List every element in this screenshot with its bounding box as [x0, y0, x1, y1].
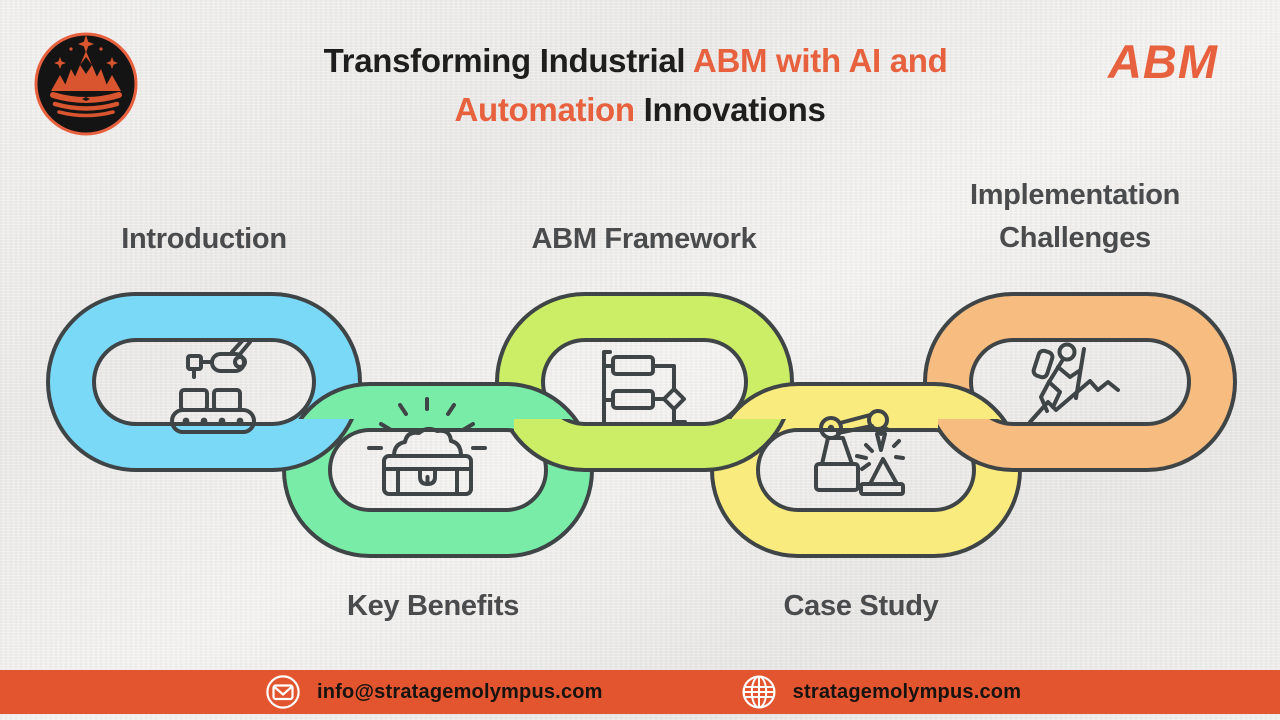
footer-website[interactable]: stratagemolympus.com: [742, 675, 1022, 709]
title-part-2: ABM with AI and: [692, 42, 957, 79]
label-case-study: Case Study: [783, 590, 939, 622]
footer-email[interactable]: info@stratagemolympus.com: [266, 675, 603, 709]
title-part-1: Transforming Industrial: [323, 42, 693, 79]
label-abm-framework: ABM Framework: [531, 223, 757, 255]
title-part-4: Innovations: [634, 91, 826, 128]
footer-website-text: stratagemolympus.com: [792, 680, 1022, 703]
chain-link-introduction: [46, 292, 362, 472]
label-introduction: Introduction: [121, 223, 287, 255]
mountain-crown-icon: [34, 32, 138, 136]
label-implementation-challenges: Implementation Challenges: [969, 179, 1181, 254]
hiker-icon: [1028, 342, 1120, 424]
brand-logo: [34, 32, 138, 136]
page-title: Transforming Industrial ABM with AI and …: [230, 36, 1050, 134]
envelope-icon: [266, 675, 300, 709]
conveyor-robot-icon: [170, 338, 256, 434]
globe-icon: [742, 675, 776, 709]
footer-bar: info@stratagemolympus.com stratagemolymp…: [0, 670, 1280, 714]
treasure-chest-icon: [367, 397, 487, 496]
footer-email-text: info@stratagemolympus.com: [317, 680, 603, 703]
chain-link-implementation-challenges: [923, 292, 1237, 472]
chain-link-abm-framework: [495, 292, 794, 472]
flowchart-icon: [602, 350, 687, 426]
label-key-benefits: Key Benefits: [346, 590, 520, 622]
brand-wordmark-abm: ABM: [1107, 35, 1219, 88]
robot-arm-icon: [814, 409, 905, 496]
title-part-3: Automation: [454, 91, 635, 128]
